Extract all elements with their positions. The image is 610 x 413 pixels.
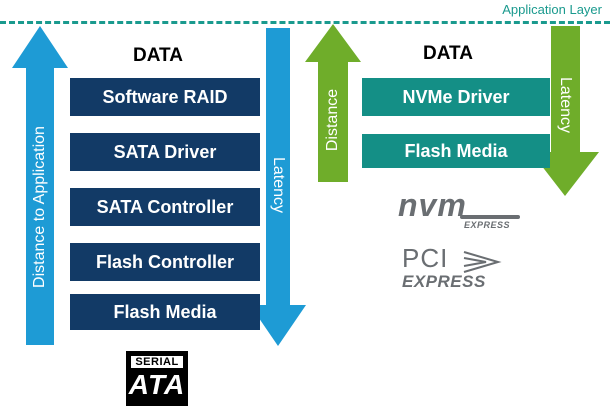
right-data-title: DATA [423,43,473,64]
layer-software-raid: Software RAID [70,78,260,116]
serial-ata-logo-line1: SERIAL [131,356,183,368]
application-layer-label: Application Layer [502,2,602,17]
distance-up-arrow [12,26,68,345]
layer-flash-media-left: Flash Media [70,294,260,330]
layer-flash-media-right: Flash Media [362,134,550,168]
left-data-title: DATA [133,45,183,66]
nvm-logo-main: nvm [398,187,467,223]
layer-sata-driver: SATA Driver [70,133,260,171]
nvm-express-logo: nvm EXPRESS [398,188,528,233]
layer-flash-controller: Flash Controller [70,243,260,281]
latency-down-arrow [250,28,306,346]
application-layer-line [0,21,610,24]
distance-up-arrow-right [305,24,361,182]
latency-label-right: Latency [557,76,575,134]
serial-ata-logo: SERIAL ATA [126,351,188,406]
serial-ata-logo-line2: ATA [128,369,186,400]
nvm-logo-sub: EXPRESS [464,220,511,230]
nvm-logo-swoosh [460,215,520,219]
layer-nvme-driver: NVMe Driver [362,78,550,116]
distance-label-right: Distance [324,88,341,152]
layer-sata-controller: SATA Controller [70,188,260,226]
pci-express-logo: PCI EXPRESS [402,244,512,294]
latency-down-arrow-right [531,26,599,196]
pci-logo-chevron-icon [463,251,502,273]
pci-logo-main: PCI [402,243,449,273]
pci-logo-sub: EXPRESS [402,272,486,291]
latency-label-left: Latency [270,156,288,214]
